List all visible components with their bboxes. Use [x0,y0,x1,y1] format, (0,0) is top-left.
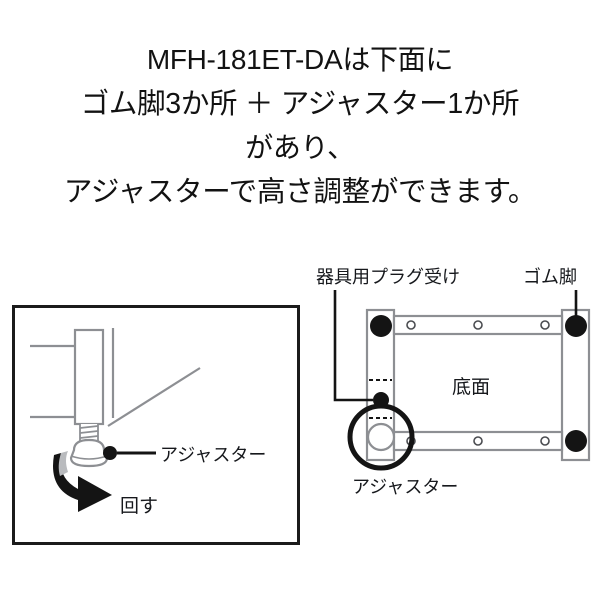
rubber-foot [565,315,587,337]
adjuster-foot [69,438,109,468]
frame-diagonal-line [107,367,201,427]
headline-line-3: があり、 [245,132,355,163]
adjuster-highlight-ring [347,403,415,471]
diagram-area: アジャスター 回す 器具用プラグ受け ゴム脚 底面 アジャスター [0,250,600,600]
leg-assembly-drawing [30,328,201,427]
diagram-svg [30,290,591,512]
screw-hole [473,320,483,330]
screw-hole [540,320,550,330]
headline-line-1: MFH-181ET-DAは下面に [146,44,454,75]
rubber-foot [565,430,587,452]
rubber-foot [370,315,392,337]
plug-socket-leader [333,290,373,402]
bottom-face-plan-drawing [347,308,591,471]
headline-line-4: アジャスターで高さ調整ができます。 [63,176,537,208]
label-plug-socket: 器具用プラグ受け [316,267,460,287]
leg-post [73,328,105,426]
label-adjuster-left: アジャスター [160,445,267,465]
screw-hole [540,436,550,446]
label-adjuster-plan: アジャスター [352,477,459,497]
adjuster-plan-circle [366,422,396,452]
screw-hole [473,436,483,446]
headline-line-2: ゴム脚3か所 ＋ アジャスター1か所 [80,88,520,120]
rotate-arrow-icon [53,451,112,512]
label-rubber-foot: ゴム脚 [523,267,577,287]
adjuster-leader-dot [103,446,117,460]
screw-hole [406,320,416,330]
headline-block: MFH-181ET-DAは下面に ゴム脚3か所 ＋ アジャスター1か所 があり、… [0,38,600,214]
label-bottom-face: 底面 [452,377,491,398]
label-turn: 回す [120,496,159,517]
